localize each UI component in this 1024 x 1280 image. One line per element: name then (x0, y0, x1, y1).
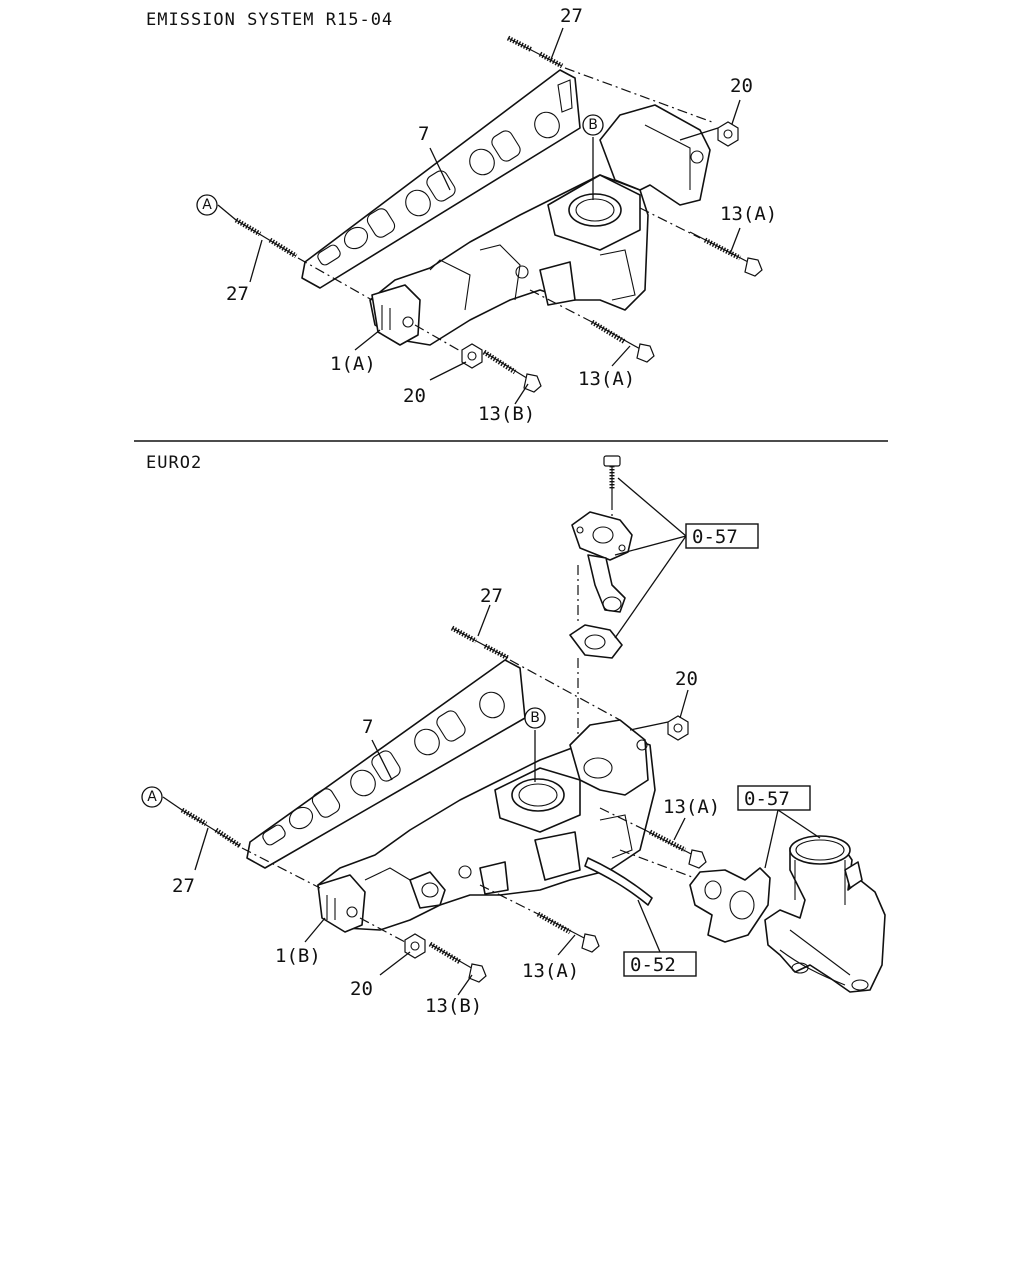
label-13a-bottom: 13(A) (578, 368, 635, 390)
callout-b-2: B (530, 710, 540, 726)
label-1b: 1(B) (275, 945, 321, 967)
label-13b: 13(B) (478, 403, 535, 425)
stud-27-top-b (450, 625, 510, 661)
label-1a: 1(A) (330, 353, 376, 375)
egr-valve-0-57 (689, 835, 886, 993)
label-7-b: 7 (362, 716, 373, 738)
label-13a-right: 13(A) (720, 203, 777, 225)
label-0-57-right: 0-57 (744, 788, 790, 810)
section-euro2: EURO2 0-57 (141, 453, 886, 1017)
label-20-top-b: 20 (675, 668, 698, 690)
section-title: EMISSION SYSTEM R15-04 (146, 10, 393, 30)
label-13a-right-b: 13(A) (663, 796, 720, 818)
bolt-13a-bottom-b (536, 911, 600, 953)
label-7: 7 (418, 123, 429, 145)
bolt-13a-right (689, 231, 763, 277)
section-title: EURO2 (146, 453, 202, 473)
label-13b-b: 13(B) (425, 995, 482, 1017)
label-27-top-b: 27 (480, 585, 503, 607)
label-27-top: 27 (560, 5, 583, 27)
section-emission-system: EMISSION SYSTEM R15-04 (146, 5, 777, 425)
nut-20-bottom-b (404, 933, 426, 959)
bolt-13a-right-b (644, 829, 707, 869)
bolt-13b (482, 349, 542, 393)
label-20-bottom-b: 20 (350, 978, 373, 1000)
callout-a: A (202, 197, 212, 213)
egr-pipe-assembly (569, 455, 633, 770)
label-20-top: 20 (730, 75, 753, 97)
nut-20-top-b (667, 715, 689, 741)
intake-manifold-1b (317, 719, 656, 933)
label-27-left-b: 27 (172, 875, 195, 897)
bolt-13a-bottom (590, 319, 655, 363)
gasket-7 (301, 69, 581, 289)
bolt-13b-b (428, 941, 487, 983)
label-20-bottom: 20 (403, 385, 426, 407)
stud-27-left (234, 217, 298, 259)
label-13a-bottom-b: 13(A) (522, 960, 579, 982)
label-27-left: 27 (226, 283, 249, 305)
label-0-57-top: 0-57 (692, 526, 738, 548)
callout-b: B (588, 117, 598, 133)
callout-a-2: A (147, 789, 157, 805)
intake-manifold-1a (369, 104, 711, 346)
stud-27-left-b (180, 807, 242, 849)
hose-0-52 (584, 849, 701, 906)
nut-20-bottom (461, 343, 483, 369)
nut-20-top (717, 121, 739, 147)
label-0-52: 0-52 (630, 954, 676, 976)
